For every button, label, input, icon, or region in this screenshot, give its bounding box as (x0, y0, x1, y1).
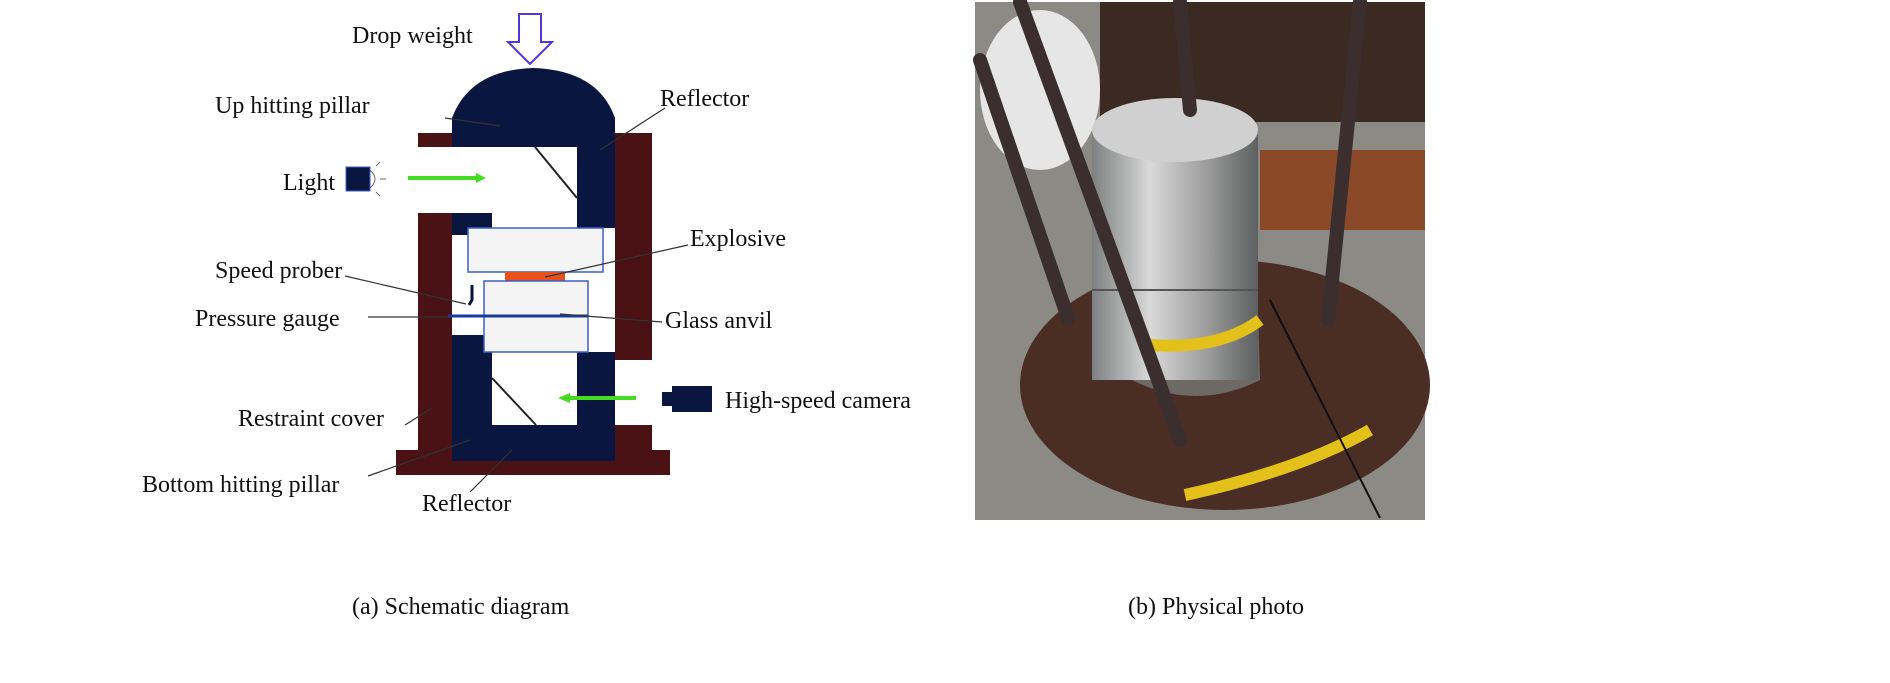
label-speed-prober: Speed prober (215, 258, 342, 284)
caption-photo: (b) Physical photo (1128, 594, 1304, 620)
restraint-left (418, 213, 452, 461)
speed-prober (467, 285, 474, 306)
label-pressure-gauge: Pressure gauge (195, 306, 340, 332)
restraint-right-upper (615, 133, 652, 360)
label-reflector-bottom: Reflector (422, 491, 511, 517)
label-explosive: Explosive (690, 226, 786, 252)
schematic-diagram: Drop weight Up hitting pillar Reflector … (142, 13, 911, 620)
label-restraint-cover: Restraint cover (238, 406, 384, 432)
label-glass-anvil: Glass anvil (665, 308, 773, 334)
high-speed-camera-icon (662, 386, 712, 412)
leader-lines (344, 107, 689, 493)
label-reflector-top: Reflector (660, 86, 749, 112)
label-high-speed-camera: High-speed camera (725, 388, 911, 414)
reflector-top (534, 146, 578, 199)
camera-beam-arrow-icon (558, 393, 636, 403)
light-icon (345, 166, 371, 192)
explosive (505, 272, 565, 281)
light-rays-icon (369, 161, 386, 197)
caption-schematic: (a) Schematic diagram (352, 594, 570, 620)
label-drop-weight: Drop weight (352, 23, 473, 49)
restraint-top-left (418, 133, 454, 147)
label-bottom-hitting-pillar: Bottom hitting pillar (142, 472, 339, 498)
upper-anvil (467, 227, 604, 273)
label-up-hitting-pillar: Up hitting pillar (215, 93, 370, 119)
physical-photo: (b) Physical photo (973, 0, 1430, 620)
reflector-bottom (491, 377, 537, 426)
light-beam-arrow-icon (408, 173, 486, 183)
bottom-hitting-pillar (452, 335, 615, 461)
drop-weight-arrow-icon (505, 13, 555, 66)
up-hitting-pillar (452, 68, 615, 228)
label-light: Light (283, 170, 335, 196)
